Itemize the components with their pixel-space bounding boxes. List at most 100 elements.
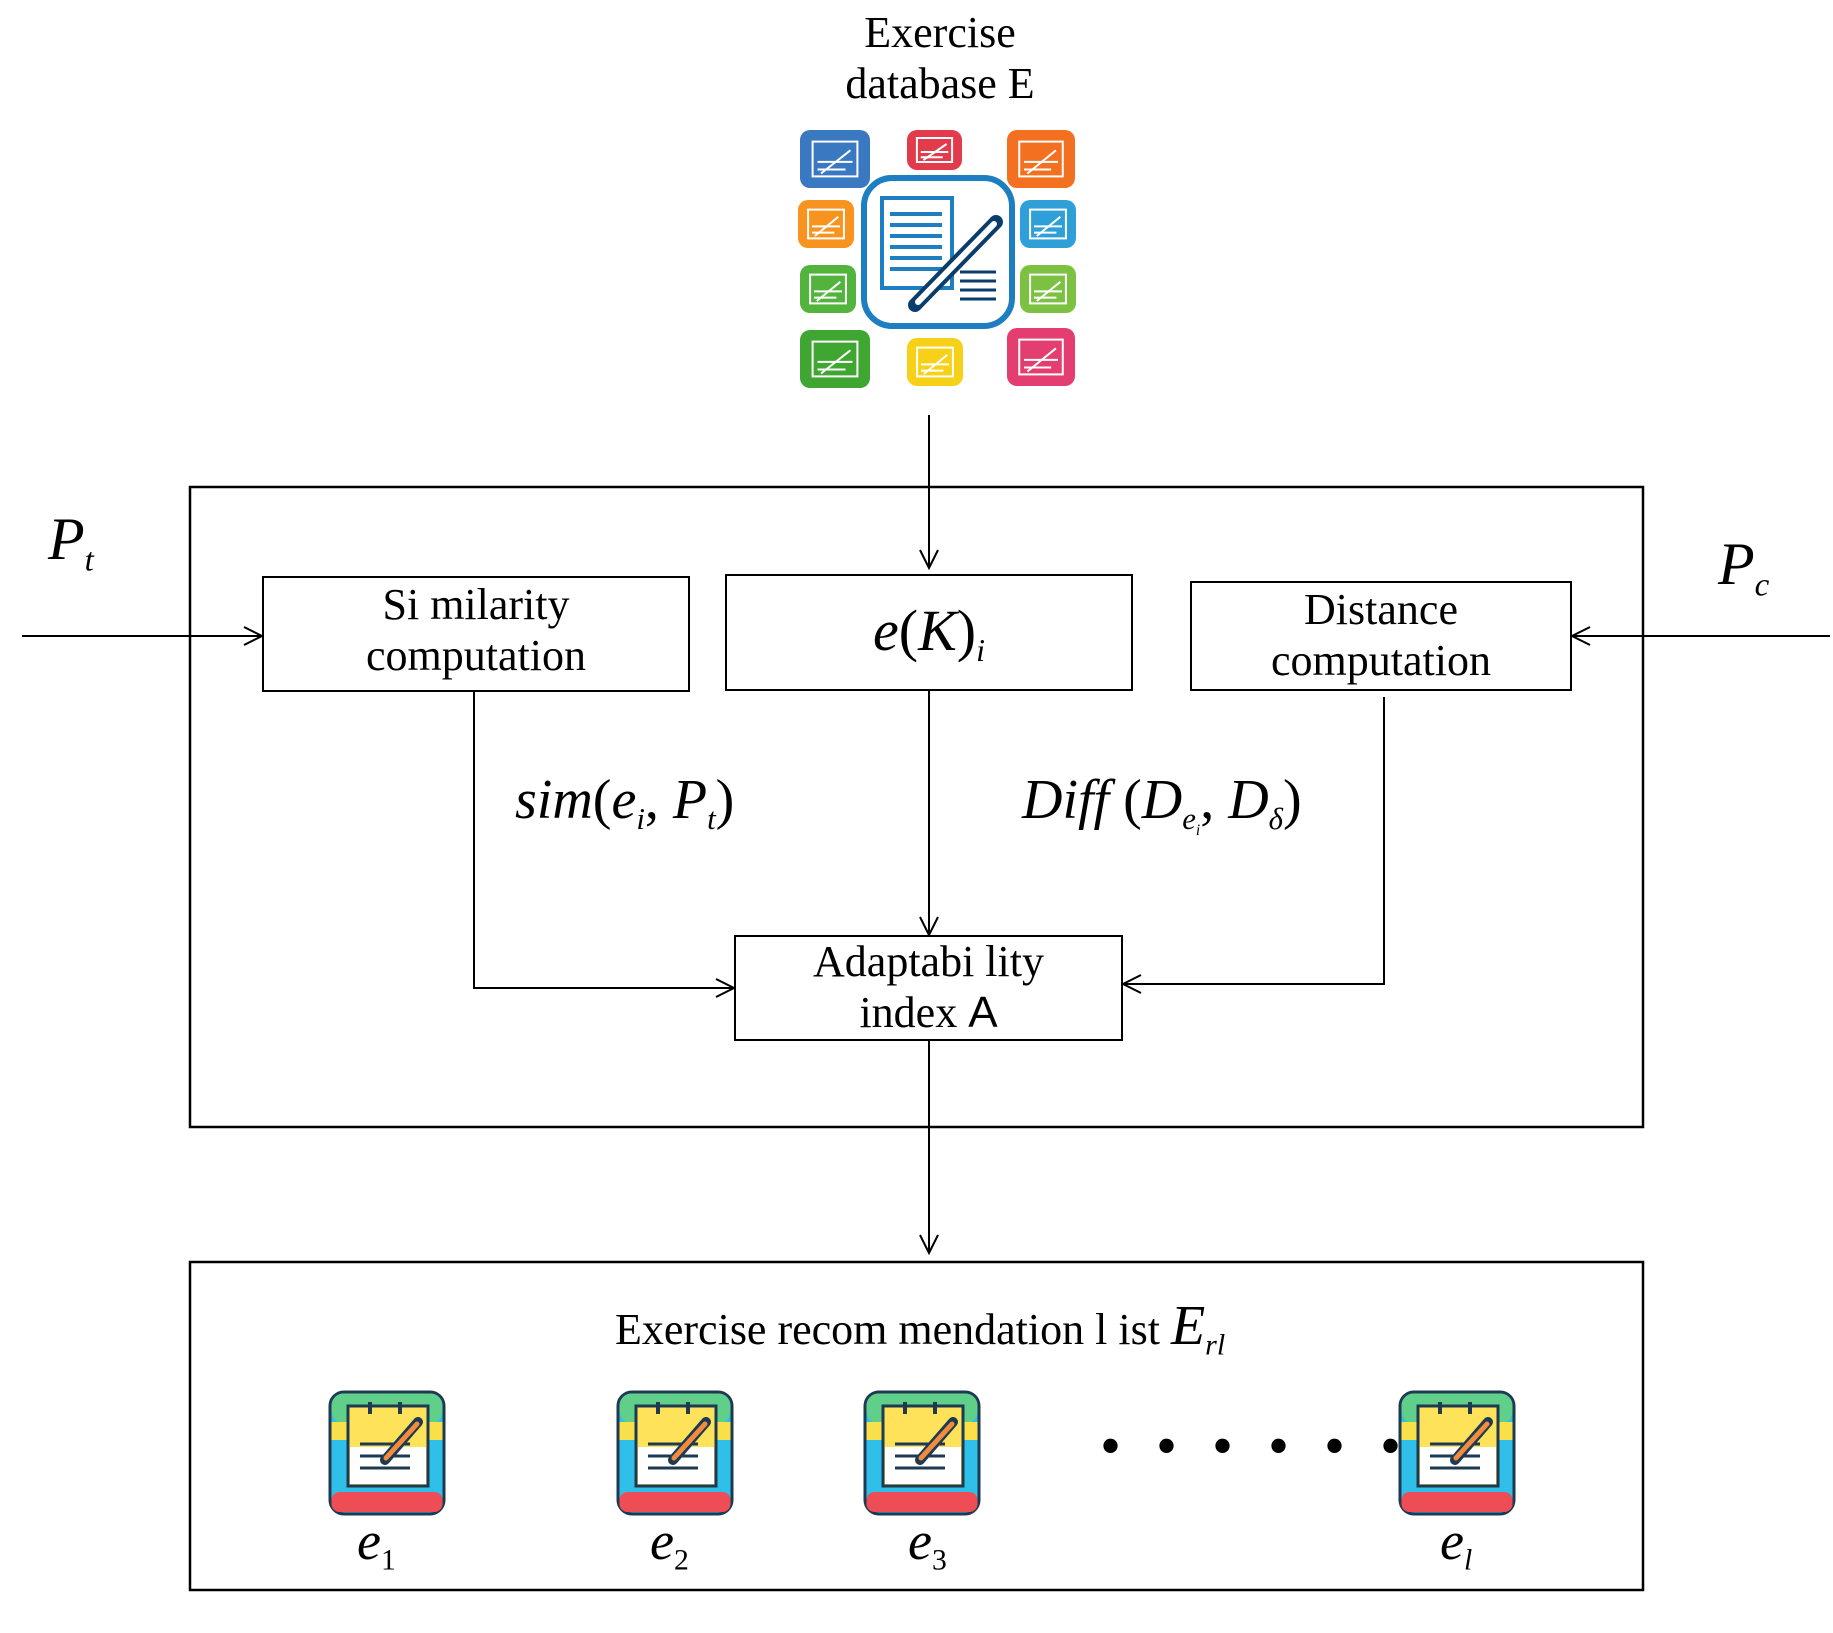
database-icon-cluster [798, 130, 1076, 388]
diff-comma: , [1200, 769, 1229, 831]
diff-d1-sub: e [1182, 801, 1196, 836]
tile-pen [1026, 347, 1057, 373]
tile-pen [922, 143, 948, 161]
tile-page [916, 346, 954, 378]
recommendation-symbol-base: E [1170, 1295, 1206, 1357]
diff-fn: Diff [1022, 769, 1110, 831]
sim-formula: sim(ei, Pt) [515, 768, 734, 837]
item-1-base: e [357, 1511, 381, 1571]
similarity-computation-box: Si milarity computation [262, 576, 690, 692]
diff-d1: D [1141, 769, 1183, 831]
adaptability-symbol: A [968, 987, 998, 1037]
ek-box: e(K)i [725, 574, 1133, 691]
sim-p: P [672, 769, 708, 831]
tile-page [1029, 208, 1067, 240]
sim-fn: sim [515, 769, 593, 831]
item-3-sub: 3 [931, 1544, 947, 1577]
tile-pen [820, 349, 852, 375]
distance-label: Distance computation [1192, 585, 1570, 686]
database-title-line2: database E [845, 58, 1035, 108]
item-l-sub: l [1463, 1544, 1473, 1577]
tile-page [811, 340, 859, 378]
sim-p-sub: t [707, 801, 716, 836]
distance-computation-box: Distance computation [1190, 581, 1572, 691]
database-title: Exercise database E [790, 8, 1090, 109]
document-tile-icon [1020, 200, 1076, 248]
item-l-base: e [1440, 1511, 1464, 1571]
arrow-distance-to-adaptability [1123, 697, 1385, 984]
tile-page [809, 273, 847, 305]
process-frame [188, 485, 1645, 1129]
pt-sub: t [84, 542, 94, 579]
tile-page [1029, 273, 1067, 305]
diff-formula: Diff (Dei, Dδ) [1022, 768, 1302, 840]
exercise-document-pen-icon [861, 175, 1015, 329]
document-tile-icon [1020, 265, 1076, 313]
notepad-pencil-icon [863, 1390, 981, 1516]
item-2-base: e [650, 1511, 674, 1571]
sim-open: ( [592, 769, 612, 831]
notepad-pencil-icon [616, 1390, 734, 1516]
pencil-body [1453, 1421, 1490, 1461]
sim-e-sub: i [636, 801, 645, 836]
tile-background [1020, 200, 1076, 248]
tile-page [811, 140, 859, 178]
sim-e: e [611, 769, 637, 831]
adaptability-line2: index [859, 987, 969, 1037]
tile-background [1020, 265, 1076, 313]
sim-comma: , [644, 769, 673, 831]
recommendation-icons [328, 1390, 1516, 1516]
item-label-2: e2 [650, 1510, 689, 1578]
diff-open: ( [1109, 769, 1142, 831]
ek-sub: i [976, 633, 985, 669]
tile-background [798, 200, 854, 248]
diff-d1-subsub: i [1195, 821, 1201, 839]
pencil-body [671, 1421, 708, 1461]
tile-background [907, 130, 962, 170]
adaptability-label: Adaptabi lity index A [736, 937, 1121, 1038]
tile-background [1007, 130, 1075, 188]
similarity-line2: computation [366, 630, 586, 680]
tile-page [1018, 338, 1064, 376]
item-label-l: el [1440, 1510, 1472, 1578]
item-label-1: e1 [357, 1510, 396, 1578]
similarity-label: Si milarity computation [264, 580, 688, 681]
tile-pen [923, 354, 948, 375]
tile-pen [1036, 281, 1061, 302]
tile-pen [816, 281, 841, 302]
ek-label: e(K)i [727, 598, 1131, 670]
pc-sub: c [1754, 567, 1770, 604]
adaptability-index-box: Adaptabi lity index A [734, 935, 1123, 1041]
diff-d2-sub: δ [1268, 801, 1283, 836]
tile-background [800, 265, 856, 313]
notepad-pencil-icon [1398, 1390, 1516, 1516]
document-tile-icon [798, 200, 854, 248]
document-tile-icon [907, 338, 963, 386]
document-tile-icon [800, 130, 870, 188]
ek-open: ( [898, 598, 919, 663]
item-1-sub: 1 [380, 1544, 396, 1577]
pt-base: P [48, 506, 85, 572]
document-tile-icon [800, 330, 870, 388]
distance-line2: computation [1271, 635, 1491, 685]
notepad-bottom-band [866, 1492, 978, 1512]
similarity-line1: Si milarity [382, 580, 570, 629]
adaptability-line2-wrap: index A [736, 988, 1121, 1039]
diff-d1-sub-wrap: ei [1182, 801, 1201, 839]
document-tile-icon [1007, 130, 1075, 188]
item-label-3: e3 [908, 1510, 947, 1578]
tile-pen [1026, 149, 1057, 175]
sim-close: ) [715, 769, 735, 831]
database-title-line1: Exercise [864, 8, 1016, 57]
diff-close: ) [1282, 769, 1302, 831]
diff-d2: D [1228, 769, 1269, 831]
distance-line1: Distance [1304, 585, 1458, 634]
tile-pen [814, 216, 839, 237]
tile-background [1007, 328, 1075, 386]
tile-page [1018, 140, 1064, 178]
input-pc-label: Pc [1718, 530, 1769, 605]
notepad-bottom-band [1401, 1492, 1513, 1512]
notepad-pencil-icon [328, 1390, 446, 1516]
tile-page [807, 208, 845, 240]
document-tile-icon [1007, 328, 1075, 386]
